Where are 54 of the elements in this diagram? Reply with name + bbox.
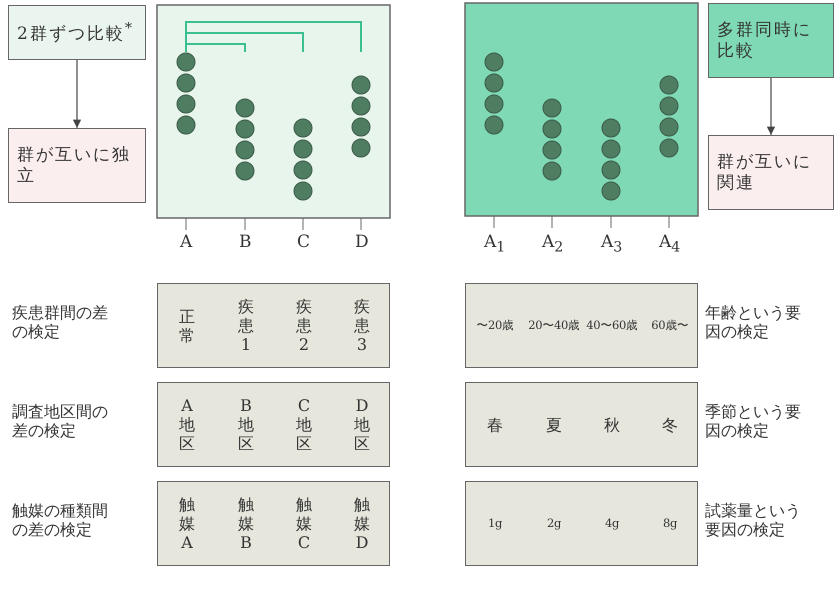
category-box	[157, 382, 390, 467]
category-label: 40〜60歳	[586, 318, 638, 332]
category-label: 触媒D	[353, 494, 371, 552]
category-box	[157, 283, 390, 368]
category-box	[157, 481, 390, 566]
row-caption: 疾患群間の差の検定	[12, 303, 109, 342]
group-label: C	[297, 232, 310, 252]
process-box	[8, 5, 146, 60]
row-caption: 触媒の種類間の差の検定	[12, 501, 109, 540]
category-label: 夏	[545, 414, 563, 434]
row-caption: 試薬量という要因の検定	[705, 501, 802, 540]
category-label: 〜20歳	[476, 318, 514, 332]
arrow	[72, 60, 82, 128]
category-label: 触媒A	[178, 494, 196, 552]
row-caption: 季節という要因の検定	[705, 402, 802, 440]
group-label: A	[180, 232, 192, 252]
arrow	[766, 78, 776, 135]
box-label: 群が互いに関連	[717, 151, 813, 194]
box-label: 2群ずつ比較$^{*}$	[17, 20, 135, 45]
category-label: 春	[486, 414, 504, 434]
category-label: 20〜40歳	[528, 318, 580, 332]
category-label: A地区	[178, 396, 196, 454]
group-label: A$_{1}$	[484, 232, 506, 256]
category-label: 60歳〜	[651, 318, 689, 332]
category-label: 4g	[604, 516, 620, 530]
category-box	[465, 382, 698, 467]
category-label: 1g	[488, 516, 502, 530]
category-label: 疾患3	[353, 296, 371, 354]
result-box	[8, 128, 146, 203]
category-label: D地区	[353, 396, 371, 454]
category-label: 2g	[546, 516, 562, 530]
box-label: 群が互いに独立	[17, 144, 132, 187]
category-label: 8g	[662, 516, 678, 530]
category-label: 冬	[661, 414, 679, 434]
group-label: A$_{4}$	[659, 232, 680, 256]
group-label: D	[355, 232, 369, 252]
category-label: 触媒B	[237, 494, 255, 552]
row-caption: 年齢という要因の検定	[705, 303, 802, 342]
category-label: 秋	[603, 414, 621, 434]
category-label: 疾患1	[237, 296, 255, 354]
category-label: 正常	[178, 306, 196, 345]
category-label: C地区	[295, 396, 313, 454]
group-label: A$_{2}$	[542, 232, 564, 256]
process-box	[708, 3, 834, 78]
row-caption: 調査地区間の差の検定	[12, 402, 109, 440]
group-label: A$_{3}$	[601, 232, 622, 256]
group-label: B	[239, 232, 252, 252]
box-label: 多群同時に比較	[717, 19, 813, 62]
category-label: 疾患2	[295, 296, 313, 354]
category-label: B地区	[237, 396, 255, 454]
category-box	[465, 283, 698, 368]
category-label: 触媒C	[295, 494, 313, 552]
category-box	[465, 481, 698, 566]
result-box	[708, 135, 834, 210]
